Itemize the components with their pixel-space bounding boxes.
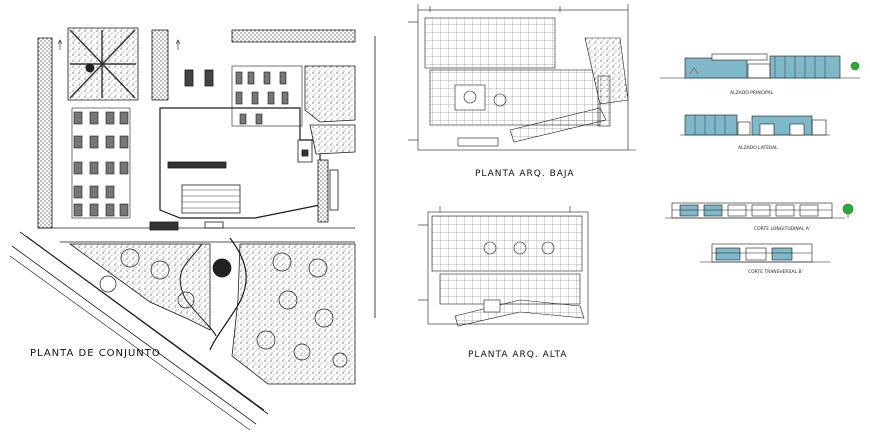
site-plan-title: PLANTA DE CONJUNTO [30, 348, 161, 359]
park-east [231, 243, 356, 385]
upper-floor-title: PLANTA ARQ. ALTA [468, 350, 567, 360]
main-elevation-title: ALZADO PRINCIPAL [730, 90, 774, 96]
longitudinal-section [665, 202, 854, 219]
site-plan [9, 27, 376, 431]
main-elevation [660, 53, 860, 79]
landscape-wedge [584, 37, 629, 105]
ground-floor-plan [408, 4, 636, 151]
parking-right [231, 65, 303, 127]
landscape-east-lower [309, 124, 356, 155]
trees [99, 248, 348, 368]
longitudinal-section-title: CORTE LONGITUDINAL A' [754, 226, 810, 232]
walking-path [209, 237, 247, 351]
upper-floor-plan [418, 206, 589, 327]
side-elevation [680, 114, 830, 136]
landscape-east [304, 65, 356, 123]
diagonal-road [11, 231, 269, 425]
ground-floor-title: PLANTA ARQ. BAJA [475, 169, 575, 179]
transverse-section-title: CORTE TRANSVERSAL B' [748, 269, 803, 275]
planting-strip-north [231, 29, 356, 43]
upper-curved-wing [454, 299, 585, 327]
planting-strip-east [317, 159, 329, 223]
transverse-section [700, 243, 830, 263]
park-west [68, 243, 211, 331]
side-elevation-title: ALZADO LATERAL [738, 145, 778, 151]
parking-left [71, 107, 131, 219]
planting-strip-center [151, 29, 169, 101]
planting-strip-left [37, 37, 53, 229]
